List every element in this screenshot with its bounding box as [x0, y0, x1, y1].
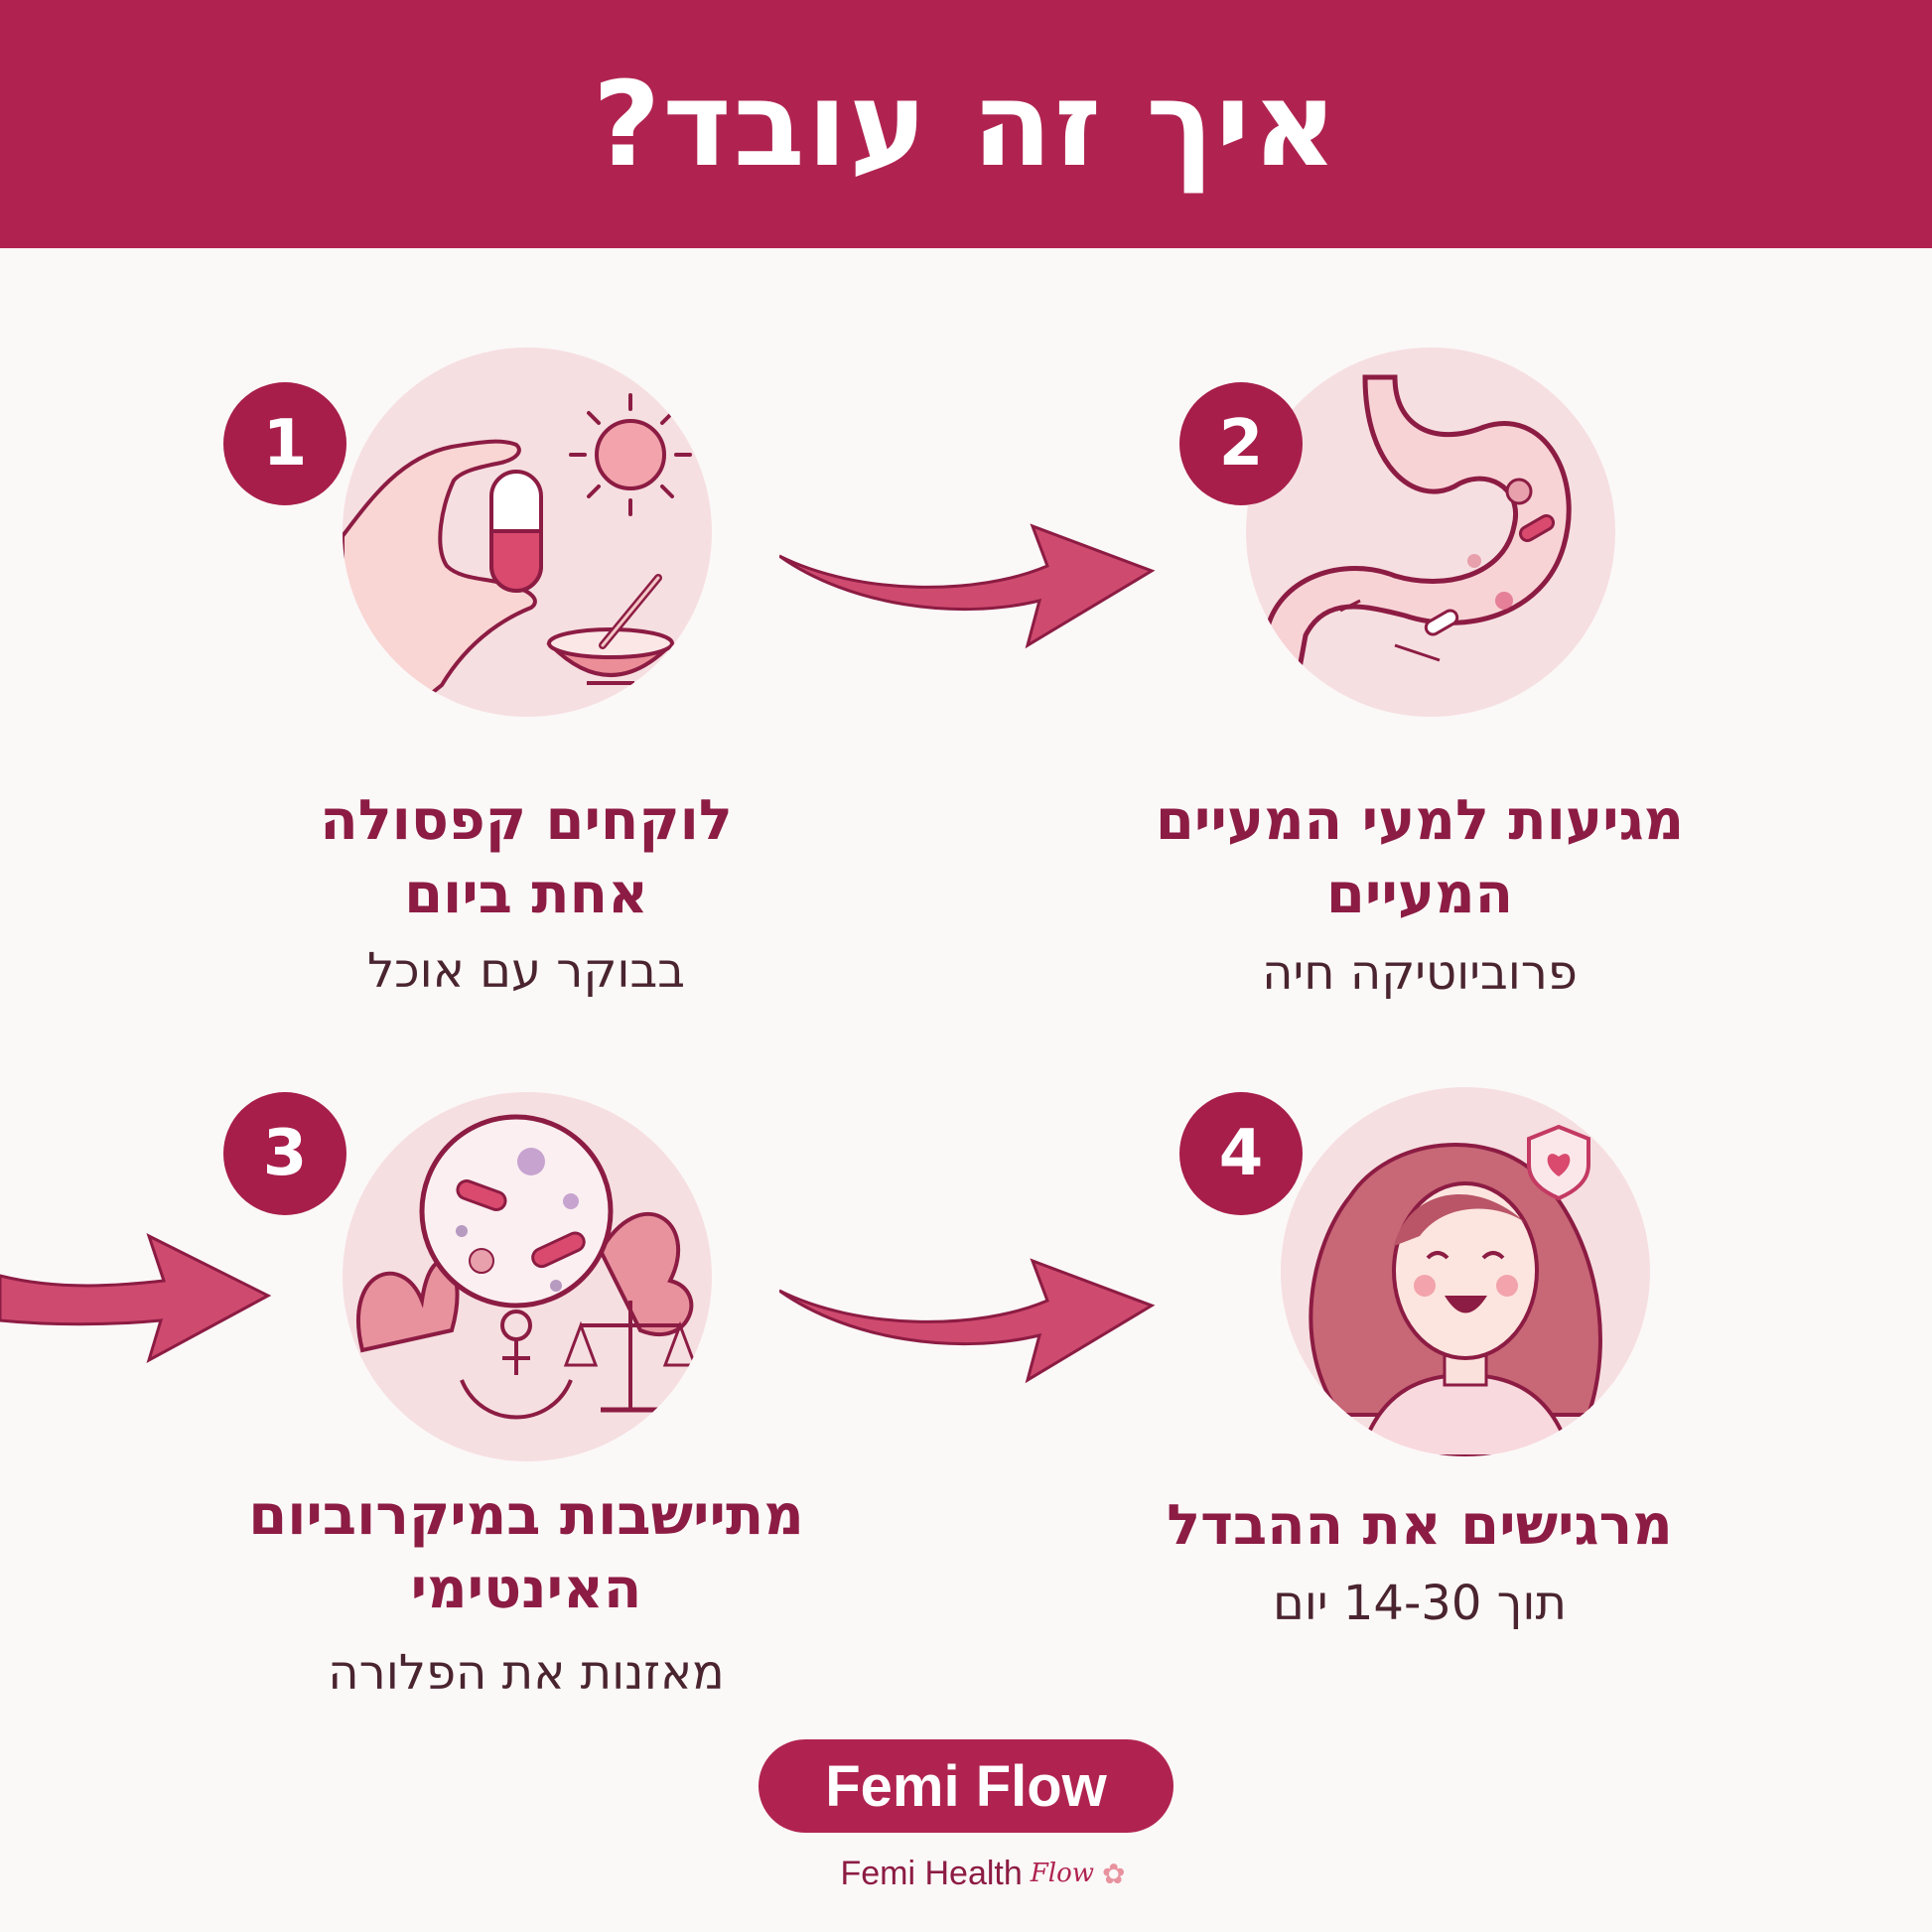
- step-4-number: 4: [1179, 1092, 1303, 1215]
- step-4-title-line1: מרגישים את ההבדל: [1167, 1493, 1673, 1558]
- step-4-illustration: [1281, 1087, 1650, 1456]
- step-3-title: מתיישבות במיקרוביום האינטימי: [179, 1479, 874, 1626]
- step-3-subtitle: מאזנות את הפלורה: [328, 1645, 725, 1701]
- flow-logo-mark: Flow: [1030, 1859, 1095, 1888]
- step-1-number: 1: [223, 382, 346, 505]
- step-1-title-line1: לוקחים קפסולה: [320, 788, 733, 853]
- step-3-title-line1: מתיישבות במיקרוביום: [248, 1483, 804, 1548]
- page-title: איך זה עובד?: [592, 56, 1340, 193]
- step-2-title: מגיעות למעי המעיים המעיים: [1072, 784, 1767, 931]
- stomach-icon: [1253, 374, 1572, 717]
- arrow-into-step-3: [0, 1233, 272, 1364]
- step-2-title-line2: המעיים: [1325, 862, 1514, 926]
- capsule-hand-icon: [343, 393, 692, 717]
- flower-icon: ✿: [1102, 1858, 1126, 1889]
- step-2-number: 2: [1179, 382, 1303, 505]
- step-1-illustration: [343, 347, 712, 717]
- step-2-title-line1: מגיעות למעי המעיים: [1155, 788, 1685, 853]
- step-2-subtitle: פרוביוטיקה חיה: [1262, 945, 1578, 1001]
- happy-woman-icon: [1309, 1124, 1602, 1456]
- brand-company-name: Femi Health: [840, 1854, 1023, 1892]
- step-1-title-line2: אחת ביום: [404, 862, 648, 926]
- step-1-title: לוקחים קפסולה אחת ביום: [179, 784, 874, 931]
- arrow-step-1-to-2: [779, 523, 1156, 649]
- step-1-subtitle: בבוקר עם אוכל: [367, 943, 685, 999]
- header-banner: איך זה עובד?: [0, 0, 1932, 248]
- arrow-step-3-to-4: [779, 1258, 1156, 1384]
- brand-pill: Femi Flow: [759, 1739, 1173, 1833]
- step-3-title-line2: האינטימי: [410, 1557, 642, 1621]
- brand-logo: Femi Health Flow ✿: [794, 1849, 1172, 1898]
- step-4-subtitle: תוך 14-30 יום: [1272, 1576, 1568, 1631]
- step-2-illustration: [1246, 347, 1615, 717]
- step-4-title: מרגישים את ההבדל: [1072, 1489, 1767, 1563]
- step-3-illustration: [343, 1092, 712, 1461]
- microbiome-balance-icon: [355, 1114, 698, 1420]
- step-3-number: 3: [223, 1092, 346, 1215]
